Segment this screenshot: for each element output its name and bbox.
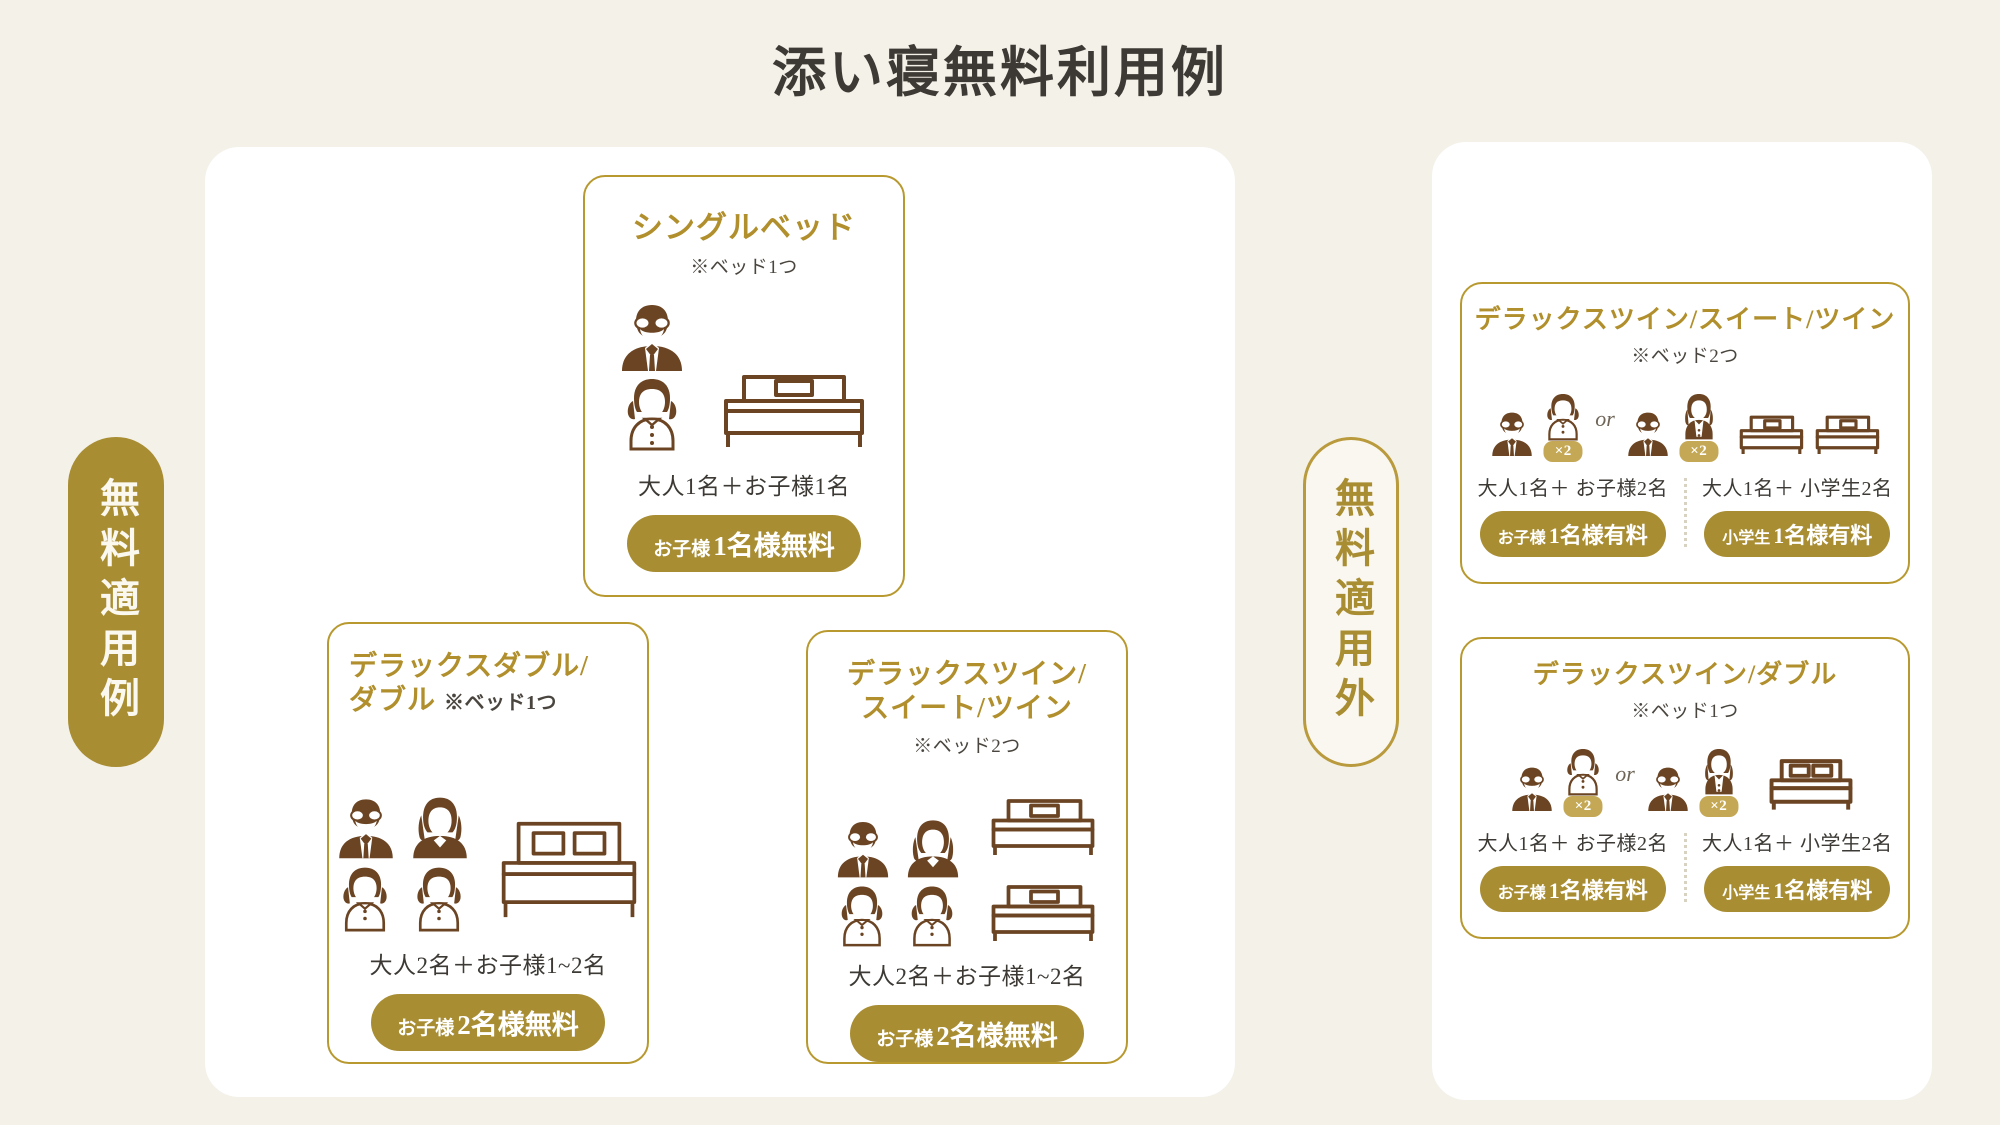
bed-single-icon [991, 799, 1095, 855]
card-single-bed-sub: ※ベッド1つ [690, 256, 798, 278]
adult-male-icon [1648, 767, 1688, 811]
child-with-multiplier: ×2 [1559, 746, 1607, 817]
card-deluxe-twin-suite-twin-title: デラックスツイン/スイート/ツイン [1474, 305, 1896, 334]
pill-prefix: 小学生 [1722, 884, 1771, 902]
elementary-student-icon [1684, 393, 1713, 440]
card-single-bed-pill: お子様 1名様無料 [627, 514, 861, 572]
page-title: 添い寝無料利用例 [772, 43, 1228, 103]
adult-male-icon [339, 799, 393, 859]
child-girl-icon [417, 867, 461, 932]
badge-free-not-applicable: 無料適用外 [1303, 437, 1399, 767]
card-r1-left-half: 大人1名＋ お子様2名 お子様 1名様有料 [1462, 472, 1684, 557]
multiplier-badge: ×2 [1563, 795, 1603, 817]
card-r1-left-pill: お子様 1名様有料 [1479, 510, 1666, 557]
people-group [332, 794, 474, 932]
card-deluxe-twin[interactable]: デラックスツイン/ スイート/ツイン ※ベッド2つ [806, 630, 1128, 1064]
card-r2-left-pill: お子様 1名様有料 [1479, 865, 1666, 912]
card-r1-right-half: 大人1名＋ 小学生2名 小学生 1名様有料 [1687, 472, 1909, 557]
card-r2-right-caption: 大人1名＋ 小学生2名 [1702, 832, 1893, 855]
card-deluxe-twin-suite-twin-sub: ※ベッド2つ [1631, 345, 1739, 367]
badge-free-not-applicable-label: 無料適用外 [1329, 477, 1374, 727]
bed-double-icon [501, 822, 637, 918]
bed-single-icon [724, 374, 864, 447]
child-girl-icon [911, 886, 953, 947]
child-girl-icon [1547, 393, 1579, 441]
pill-value: 1名様有料 [1773, 877, 1873, 903]
multiplier-badge: ×2 [1679, 440, 1719, 462]
people-group-students: ×2 [1643, 746, 1743, 817]
badge-free-applicable-label: 無料適用例 [94, 477, 139, 727]
card-deluxe-twin-pill: お子様 2名様無料 [850, 1005, 1084, 1062]
card-deluxe-twin-sub: ※ベッド2つ [913, 736, 1021, 758]
adult-male-icon [1628, 412, 1668, 456]
adult-male-icon [1492, 412, 1532, 456]
pill-prefix: お子様 [1497, 884, 1546, 902]
card-deluxe-double-caption: 大人2名＋お子様1~2名 [369, 953, 607, 979]
card-r1-right-pill: 小学生 1名様有料 [1704, 510, 1891, 557]
card-r2-left-caption: 大人1名＋ お子様2名 [1477, 832, 1668, 855]
elementary-student-icon [1704, 748, 1733, 795]
pill-value: 1名様有料 [1773, 522, 1873, 548]
child-girl-icon [841, 886, 883, 947]
pill-value: 1名様有料 [1548, 877, 1648, 903]
card-single-bed[interactable]: シングルベッド ※ベッド1つ [583, 175, 905, 597]
card-deluxe-twin-caption: 大人2名＋お子様1~2名 [848, 964, 1086, 989]
card-r1-left-caption: 大人1名＋ お子様2名 [1477, 477, 1668, 500]
multiplier-badge: ×2 [1543, 440, 1583, 462]
bed-single-icon [1815, 415, 1879, 454]
card-deluxe-double[interactable]: デラックスダブル/ ダブル ※ベッド1つ [327, 622, 649, 1064]
people-group-students: ×2 [1623, 391, 1723, 462]
pill-prefix: お子様 [397, 1018, 455, 1040]
child-girl-icon [1567, 748, 1599, 796]
card-deluxe-double-pill: お子様 2名様無料 [371, 994, 605, 1052]
or-separator: or [1615, 760, 1635, 786]
pill-value: 1名様無料 [713, 530, 835, 561]
or-separator: or [1595, 405, 1615, 431]
adult-male-icon [622, 304, 682, 371]
beds-group [983, 783, 1103, 947]
card-deluxe-twin-title-line1: デラックスツイン/ [847, 659, 1087, 690]
card-single-bed-caption: 大人1名＋お子様1名 [638, 473, 850, 499]
child-girl-icon [343, 867, 387, 932]
card-r1-right-caption: 大人1名＋ 小学生2名 [1702, 477, 1893, 500]
bed-double-icon [1769, 758, 1853, 810]
child-girl-icon [627, 378, 677, 451]
card-deluxe-twin-suite-twin[interactable]: デラックスツイン/スイート/ツイン ※ベッド2つ [1460, 282, 1910, 584]
people-group [831, 817, 965, 947]
card-deluxe-twin-double-sub: ※ベッド1つ [1631, 700, 1739, 722]
card-deluxe-double-title-line1: デラックスダブル/ [349, 651, 589, 682]
bed-single-icon [1739, 415, 1803, 454]
card-single-bed-title: シングルベッド [632, 210, 856, 245]
child-with-multiplier: ×2 [1539, 391, 1587, 462]
card-deluxe-twin-double-title: デラックスツイン/ダブル [1532, 660, 1838, 689]
multiplier-badge: ×2 [1699, 795, 1739, 817]
card-deluxe-twin-title-line2: スイート/ツイン [861, 693, 1073, 725]
student-with-multiplier: ×2 [1675, 391, 1723, 462]
card-r1-divider [1683, 477, 1687, 547]
card-deluxe-double-title-line2: ダブル [349, 685, 437, 717]
people-group-children: ×2 [1507, 746, 1607, 817]
adult-female-icon [907, 820, 959, 878]
pill-prefix: お子様 [653, 538, 711, 560]
student-with-multiplier: ×2 [1695, 746, 1743, 817]
card-deluxe-double-sub: ※ベッド1つ [444, 692, 558, 715]
pill-value: 2名様無料 [936, 1021, 1058, 1051]
card-r2-right-pill: 小学生 1名様有料 [1704, 865, 1891, 912]
pill-value: 1名様有料 [1548, 522, 1648, 548]
card-r2-left-half: 大人1名＋ お子様2名 お子様 1名様有料 [1462, 827, 1684, 912]
people-group [614, 299, 690, 451]
pill-prefix: お子様 [1497, 529, 1546, 547]
card-deluxe-twin-double[interactable]: デラックスツイン/ダブル ※ベッド1つ [1460, 637, 1910, 939]
badge-free-applicable: 無料適用例 [68, 437, 164, 767]
pill-value: 2名様無料 [457, 1010, 579, 1041]
people-group-children: ×2 [1487, 391, 1587, 462]
adult-male-icon [1512, 767, 1552, 811]
pill-prefix: お子様 [876, 1029, 934, 1050]
card-r2-divider [1683, 832, 1687, 902]
adult-male-icon [837, 822, 889, 878]
card-r2-right-half: 大人1名＋ 小学生2名 小学生 1名様有料 [1687, 827, 1909, 912]
pill-prefix: 小学生 [1722, 529, 1771, 547]
bed-single-icon [991, 885, 1095, 941]
adult-female-icon [413, 797, 467, 859]
